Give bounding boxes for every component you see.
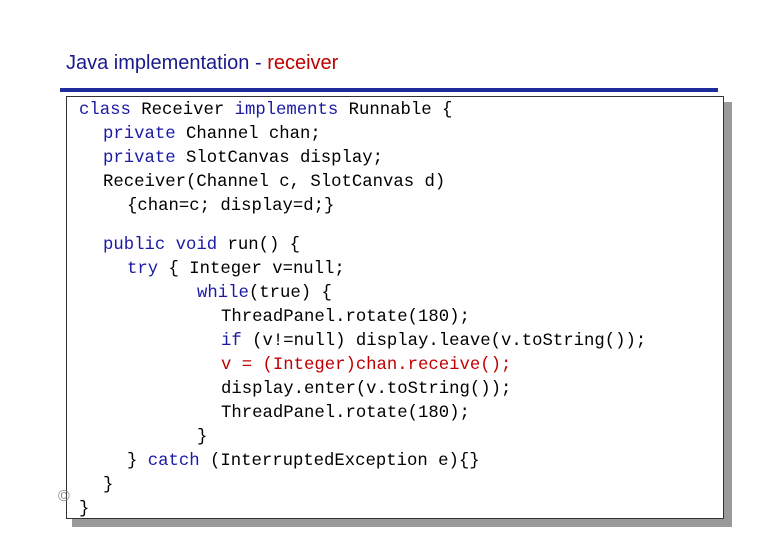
code-keyword: try — [127, 260, 159, 279]
code-line-9: ThreadPanel.rotate(180); — [221, 308, 470, 328]
code-text: } — [197, 428, 208, 447]
code-keyword: class — [79, 101, 131, 120]
code-line-11: v = (Integer)chan.receive(); — [221, 356, 511, 376]
footer-copyright-fragment: © — [58, 488, 70, 505]
code-text: (v!=null) display.leave(v.toString()); — [241, 332, 647, 351]
code-line-14: } — [197, 428, 207, 448]
code-line-3: private SlotCanvas display; — [103, 149, 383, 169]
code-text: { Integer v=null; — [158, 260, 345, 279]
title-divider — [60, 88, 718, 92]
code-text: } — [79, 500, 90, 519]
code-text: {chan=c; display=d;} — [127, 197, 335, 216]
code-keyword: implements — [234, 101, 339, 120]
code-line-7: try { Integer v=null; — [127, 260, 345, 280]
code-line-5: {chan=c; display=d;} — [127, 197, 334, 217]
code-line-8: while(true) { — [197, 284, 332, 304]
code-text: ThreadPanel.rotate(180); — [221, 404, 470, 423]
code-line-6: public void run() { — [103, 236, 300, 256]
code-line-12: display.enter(v.toString()); — [221, 380, 511, 400]
code-line-10: if (v!=null) display.leave(v.toString())… — [221, 332, 646, 352]
code-highlight: v = (Integer)chan.receive(); — [221, 356, 512, 375]
code-text: (InterruptedException e){} — [199, 452, 480, 471]
code-text: } — [127, 452, 148, 471]
code-keyword: void — [175, 236, 218, 255]
code-line-4: Receiver(Channel c, SlotCanvas d) — [103, 173, 445, 193]
code-line-16: } — [103, 476, 113, 496]
code-line-17: } — [79, 500, 89, 520]
code-keyword: public — [103, 236, 166, 255]
slide-title: Java implementation - receiver — [66, 52, 338, 75]
code-keyword: if — [221, 332, 242, 351]
code-text: Receiver — [130, 101, 235, 120]
code-text: SlotCanvas display; — [175, 149, 384, 168]
code-keyword: private — [103, 149, 176, 168]
code-line-13: ThreadPanel.rotate(180); — [221, 404, 470, 424]
code-keyword: while — [197, 284, 249, 303]
code-listing: class Receiver implements Runnable { pri… — [66, 96, 724, 519]
slide-title-accent: receiver — [267, 52, 339, 74]
code-text: display.enter(v.toString()); — [221, 380, 512, 399]
code-line-15: } catch (InterruptedException e){} — [127, 452, 480, 472]
code-keyword: private — [103, 125, 176, 144]
code-text: (true) { — [248, 284, 332, 303]
code-line-1: class Receiver implements Runnable { — [79, 101, 452, 121]
code-text: Runnable { — [338, 101, 453, 120]
code-text: } — [103, 476, 114, 495]
code-keyword: catch — [147, 452, 200, 471]
code-text — [165, 236, 175, 255]
code-text: Channel chan; — [175, 125, 321, 144]
slide-title-main: Java implementation - — [66, 52, 268, 74]
code-text: ThreadPanel.rotate(180); — [221, 308, 470, 327]
code-text: Receiver(Channel c, SlotCanvas d) — [103, 173, 446, 192]
code-line-2: private Channel chan; — [103, 125, 321, 145]
code-text: run() { — [217, 236, 301, 255]
